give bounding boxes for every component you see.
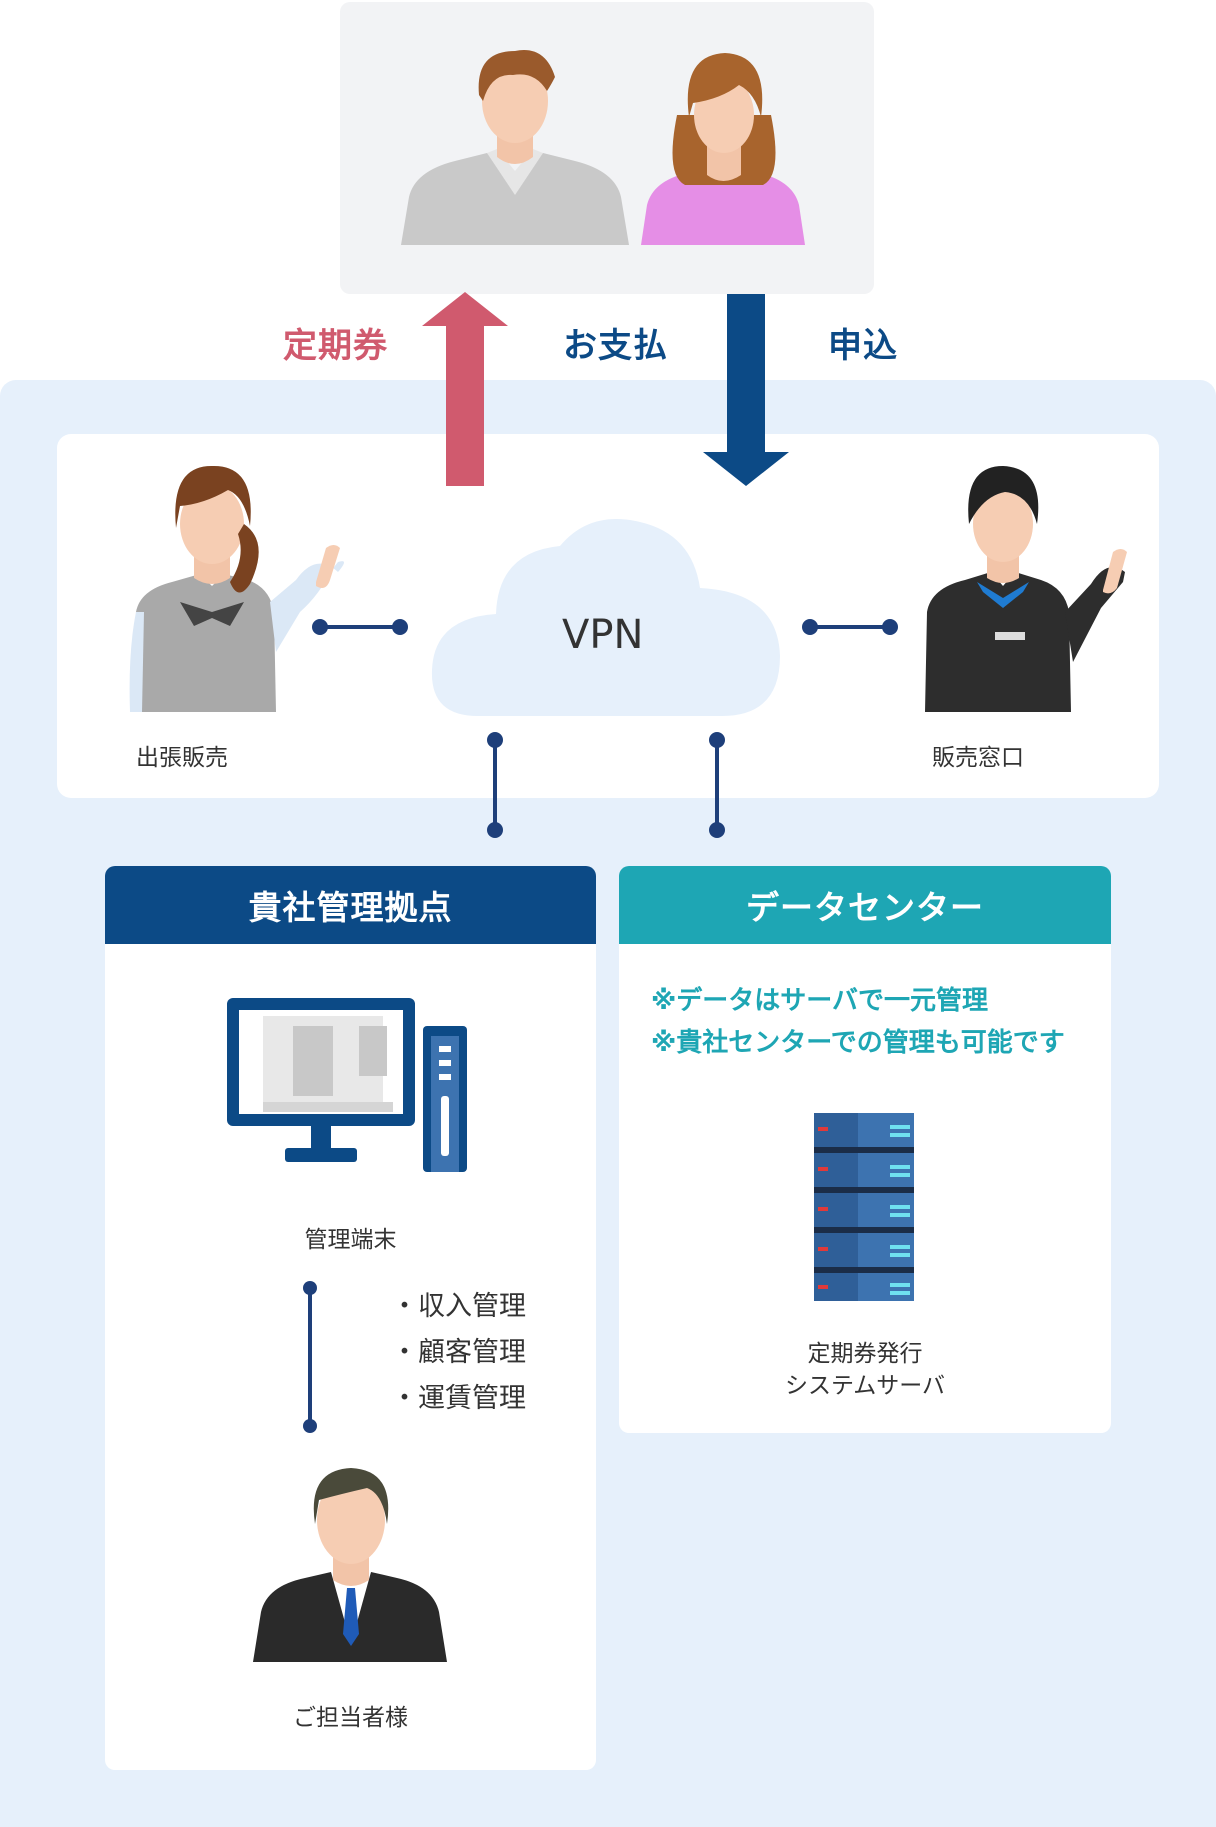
person-label: ご担当者様 [293,1705,408,1731]
task-revenue: ・収入管理 [391,1291,526,1322]
terminal-person-connector [303,1281,317,1433]
customer-panel [340,2,874,294]
management-terminal-icon [227,998,467,1172]
application-arrow [703,294,789,486]
counter-label: 販売窓口 [932,745,1024,771]
task-fare: ・運賃管理 [391,1383,526,1414]
field-sales-label: 出張販売 [136,745,228,771]
task-customer: ・顧客管理 [391,1337,526,1368]
vpn-label: VPN [562,612,644,658]
field-sales-staff-icon [129,465,344,712]
hq-panel: 貴社管理拠点 管理端末 ・収入管理 ・顧客管理 ・運賃管理 ご担当者様 [105,866,596,1770]
datacenter-connector [709,732,725,838]
server-rack-icon [814,1113,914,1301]
staff-person-icon [253,1468,447,1662]
note-hq-possible: ※貴社センターでの管理も可能です [651,1028,1065,1058]
customers-illustration [401,50,805,245]
counter-connector [802,619,898,635]
datacenter-notes: ※データはサーバで一元管理 ※貴社センターでの管理も可能です [651,980,1065,1064]
server-label-line2: システムサーバ [784,1373,946,1399]
note-centralized: ※データはサーバで一元管理 [651,986,989,1016]
apply-label: 申込 [828,326,898,366]
counter-staff-icon [925,466,1127,712]
male-customer-icon [401,50,629,245]
payment-label: お支払 [563,326,668,366]
ticket-delivery-arrow [422,292,508,486]
hq-title: 貴社管理拠点 [105,866,596,944]
vpn-cloud-icon [431,519,780,716]
datacenter-panel: データセンター ※データはサーバで一元管理 ※貴社センターでの管理も可能です 定… [619,866,1111,1433]
field-sales-connector [312,619,408,635]
datacenter-title: データセンター [619,866,1111,944]
ticket-label: 定期券 [283,326,388,366]
terminal-label: 管理端末 [304,1227,397,1253]
server-label-line1: 定期券発行 [807,1341,923,1367]
management-task-list: ・収入管理 ・顧客管理 ・運賃管理 [391,1284,526,1422]
female-customer-icon [641,53,805,245]
hq-connector [487,732,503,838]
